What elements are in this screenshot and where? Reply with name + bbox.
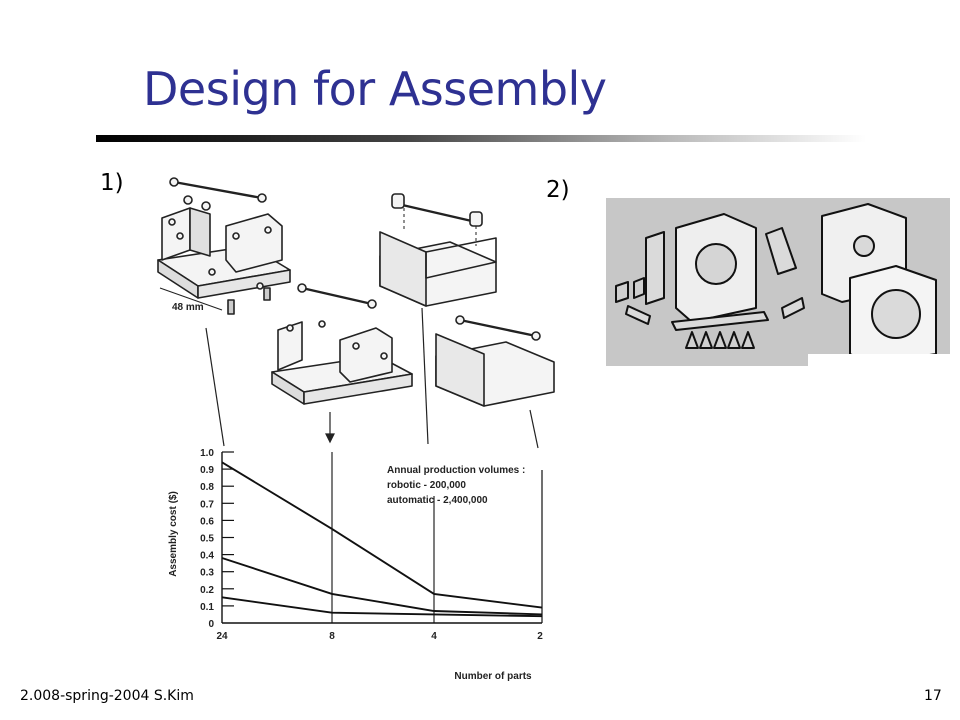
footer-course-label: 2.008-spring-2004 S.Kim xyxy=(20,688,194,704)
chart-series xyxy=(221,461,543,618)
y-tick-label: 0.1 xyxy=(200,602,214,613)
assembly-cost-chart: 0 0.1 0.2 0.3 0.4 0.5 0.6 0.7 0.8 0.9 1.0 24 8 4 2 Ass… xyxy=(168,448,543,682)
y-tick-label: 0.3 xyxy=(200,568,214,579)
x-axis-label: Number of parts xyxy=(454,671,532,682)
y-tick-label: 1.0 xyxy=(200,448,214,459)
x-tick-label: 2 xyxy=(537,631,543,642)
y-tick-label: 0.7 xyxy=(200,499,214,510)
design-c-drawing xyxy=(379,193,497,307)
x-tick-label: 4 xyxy=(431,631,437,642)
x-tick-label: 8 xyxy=(329,631,335,642)
chart-annotation: Annual production volumes : robotic - 200… xyxy=(387,465,525,506)
figure-label-2: 2) xyxy=(546,177,570,203)
y-axis-label: Assembly cost ($) xyxy=(168,491,179,577)
page-number: 17 xyxy=(924,688,942,704)
design-d-drawing xyxy=(435,315,555,407)
y-tick-label: 0.2 xyxy=(200,585,214,596)
assembly-design-drawings: 48 mm xyxy=(157,177,555,449)
y-tick-label: 0.8 xyxy=(200,482,214,493)
series-line-2 xyxy=(221,557,543,616)
design-b-drawing xyxy=(271,283,413,405)
series-line-3 xyxy=(221,596,543,618)
figure-label-1: 1) xyxy=(100,170,124,196)
title-underline xyxy=(96,135,866,142)
annotation-line: Annual production volumes : xyxy=(387,465,525,476)
chart-axes xyxy=(221,452,543,624)
y-tick-label: 0.4 xyxy=(200,551,214,562)
dimension-label: 48 mm xyxy=(172,302,204,313)
annotation-line: automatic - 2,400,000 xyxy=(387,495,488,506)
y-tick-label: 0.6 xyxy=(200,516,214,527)
slide-title: Design for Assembly xyxy=(143,62,607,116)
x-tick-label: 24 xyxy=(216,631,228,642)
annotation-line: robotic - 200,000 xyxy=(387,480,466,491)
design-a-drawing xyxy=(157,177,291,315)
chart-ticks: 0 0.1 0.2 0.3 0.4 0.5 0.6 0.7 0.8 0.9 1.0 24 8 4 2 xyxy=(200,448,543,642)
part-consolidation-image xyxy=(606,198,950,366)
y-tick-label: 0.5 xyxy=(200,534,214,545)
y-tick-label: 0 xyxy=(208,619,214,630)
y-tick-label: 0.9 xyxy=(200,465,214,476)
series-line-1 xyxy=(221,461,543,609)
